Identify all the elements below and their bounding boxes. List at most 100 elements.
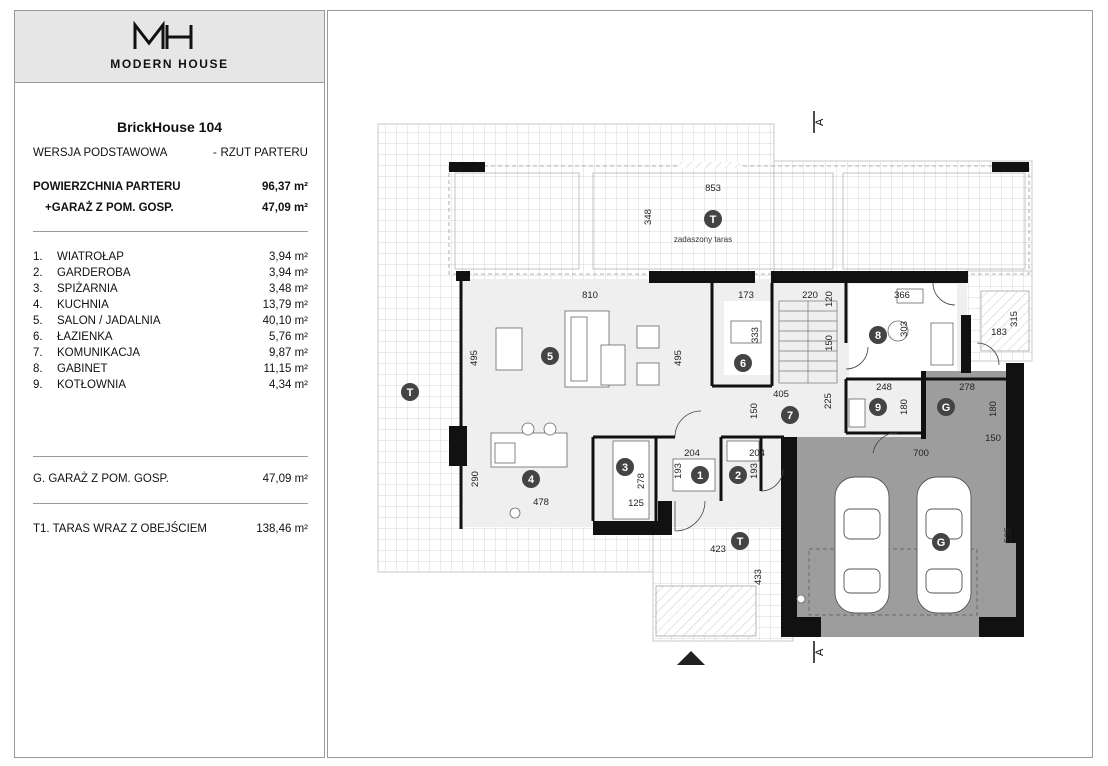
svg-text:204: 204	[684, 448, 700, 459]
garage-floor	[784, 437, 1024, 637]
summary-row: POWIERZCHNIA PARTERU 96,37 m²	[33, 181, 308, 197]
svg-text:8: 8	[875, 330, 881, 342]
terrace-area: 138,46 m²	[256, 523, 308, 535]
svg-text:T: T	[710, 214, 717, 226]
brand-logo-icon	[133, 21, 193, 49]
svg-text:495: 495	[673, 350, 684, 366]
divider	[33, 503, 308, 504]
svg-text:9: 9	[875, 402, 881, 414]
svg-text:120: 120	[824, 291, 835, 307]
project-title: BrickHouse 104	[116, 119, 223, 135]
svg-text:125: 125	[628, 498, 644, 509]
terrace-row: T1. TARAS WRAZ Z OBEJŚCIEM 138,46 m²	[33, 523, 308, 539]
structural-posts	[449, 162, 1029, 172]
svg-text:595: 595	[1003, 527, 1014, 543]
svg-text:810: 810	[582, 290, 598, 301]
entrance-arrow-icon	[677, 651, 705, 665]
svg-text:193: 193	[673, 463, 684, 479]
svg-text:700: 700	[913, 448, 929, 459]
summary-value: 96,37 m²	[261, 181, 308, 193]
svg-text:150: 150	[985, 433, 1001, 444]
svg-text:348: 348	[643, 209, 654, 225]
svg-text:2: 2	[735, 470, 741, 482]
interior-walls	[459, 281, 1006, 529]
terrace-label: T1. TARAS WRAZ Z OBEJŚCIEM	[33, 523, 208, 535]
svg-text:173: 173	[738, 290, 754, 301]
svg-text:225: 225	[823, 393, 834, 409]
subtitle-dash: -	[213, 147, 217, 159]
garage-row: G. GARAŻ Z POM. GOSP. 47,09 m²	[33, 473, 308, 489]
svg-text:204: 204	[749, 448, 765, 459]
covered-terrace-label: zadaszony taras	[674, 235, 732, 244]
svg-text:333: 333	[750, 327, 761, 343]
svg-text:495: 495	[469, 350, 480, 366]
svg-text:853: 853	[705, 183, 721, 194]
car-right	[916, 476, 972, 614]
logo-header: MODERN HOUSE	[15, 11, 324, 83]
svg-text:423: 423	[710, 544, 726, 555]
svg-text:315: 315	[1009, 311, 1020, 327]
brand-name: MODERN HOUSE	[110, 57, 229, 71]
room-markers: 5 6 8 7 9 G G 4 3 1 2 T T T	[401, 210, 955, 551]
summary-label: POWIERZCHNIA PARTERU	[33, 181, 181, 193]
svg-text:T: T	[737, 536, 744, 548]
section-marker-top: A	[813, 111, 826, 133]
svg-text:150: 150	[749, 403, 760, 419]
covered-terrace	[448, 165, 1030, 637]
floor-plan: A A 5 6 8 7 9 G G 4 3 1 2 T T T zadaszon…	[377, 111, 1033, 665]
svg-text:366: 366	[894, 290, 910, 301]
svg-text:G: G	[942, 402, 951, 414]
divider	[33, 456, 308, 457]
svg-text:478: 478	[533, 497, 549, 508]
summary-value: 47,09 m²	[261, 202, 308, 214]
svg-text:433: 433	[753, 569, 764, 585]
summary-row: +GARAŻ Z POM. GOSP. 47,09 m²	[33, 202, 308, 218]
svg-text:220: 220	[802, 290, 818, 301]
svg-text:278: 278	[636, 473, 647, 489]
svg-text:150: 150	[824, 335, 835, 351]
svg-text:7: 7	[787, 410, 793, 422]
svg-text:A: A	[814, 648, 826, 656]
svg-text:T: T	[407, 387, 414, 399]
svg-text:4: 4	[528, 474, 535, 486]
exterior-walls	[449, 271, 1024, 637]
version-label: WERSJA PODSTAWOWA	[33, 147, 168, 159]
svg-text:405: 405	[773, 389, 789, 400]
svg-text:3: 3	[622, 462, 628, 474]
project-subtitle: WERSJA PODSTAWOWA - RZUT PARTERU	[33, 147, 308, 163]
svg-text:5: 5	[547, 351, 553, 363]
svg-text:183: 183	[991, 327, 1007, 338]
svg-text:G: G	[937, 537, 946, 549]
svg-text:193: 193	[749, 463, 760, 479]
doors	[674, 282, 1000, 532]
svg-text:290: 290	[470, 471, 481, 487]
garage-label: G. GARAŻ Z POM. GOSP.	[33, 473, 169, 485]
svg-text:278: 278	[959, 382, 975, 393]
divider	[33, 231, 308, 232]
floor-plan-frame: A A 5 6 8 7 9 G G 4 3 1 2 T T T zadaszon…	[327, 10, 1093, 758]
view-label: RZUT PARTERU	[220, 147, 308, 159]
dimension-labels: 853 348 810 495 495 173 333 220 120 150 …	[469, 183, 1020, 585]
svg-text:A: A	[814, 118, 826, 126]
svg-text:180: 180	[988, 401, 999, 417]
section-marker-bottom: A	[813, 641, 826, 663]
svg-text:303: 303	[899, 321, 910, 337]
furniture	[490, 288, 954, 604]
car-left	[834, 476, 890, 614]
svg-text:1: 1	[697, 470, 703, 482]
svg-text:6: 6	[740, 358, 746, 370]
svg-text:248: 248	[876, 382, 892, 393]
staircase	[778, 300, 838, 384]
garage-area: 47,09 m²	[262, 473, 308, 485]
info-panel: MODERN HOUSE BrickHouse 104 WERSJA PODST…	[14, 10, 325, 758]
svg-text:180: 180	[899, 399, 910, 415]
